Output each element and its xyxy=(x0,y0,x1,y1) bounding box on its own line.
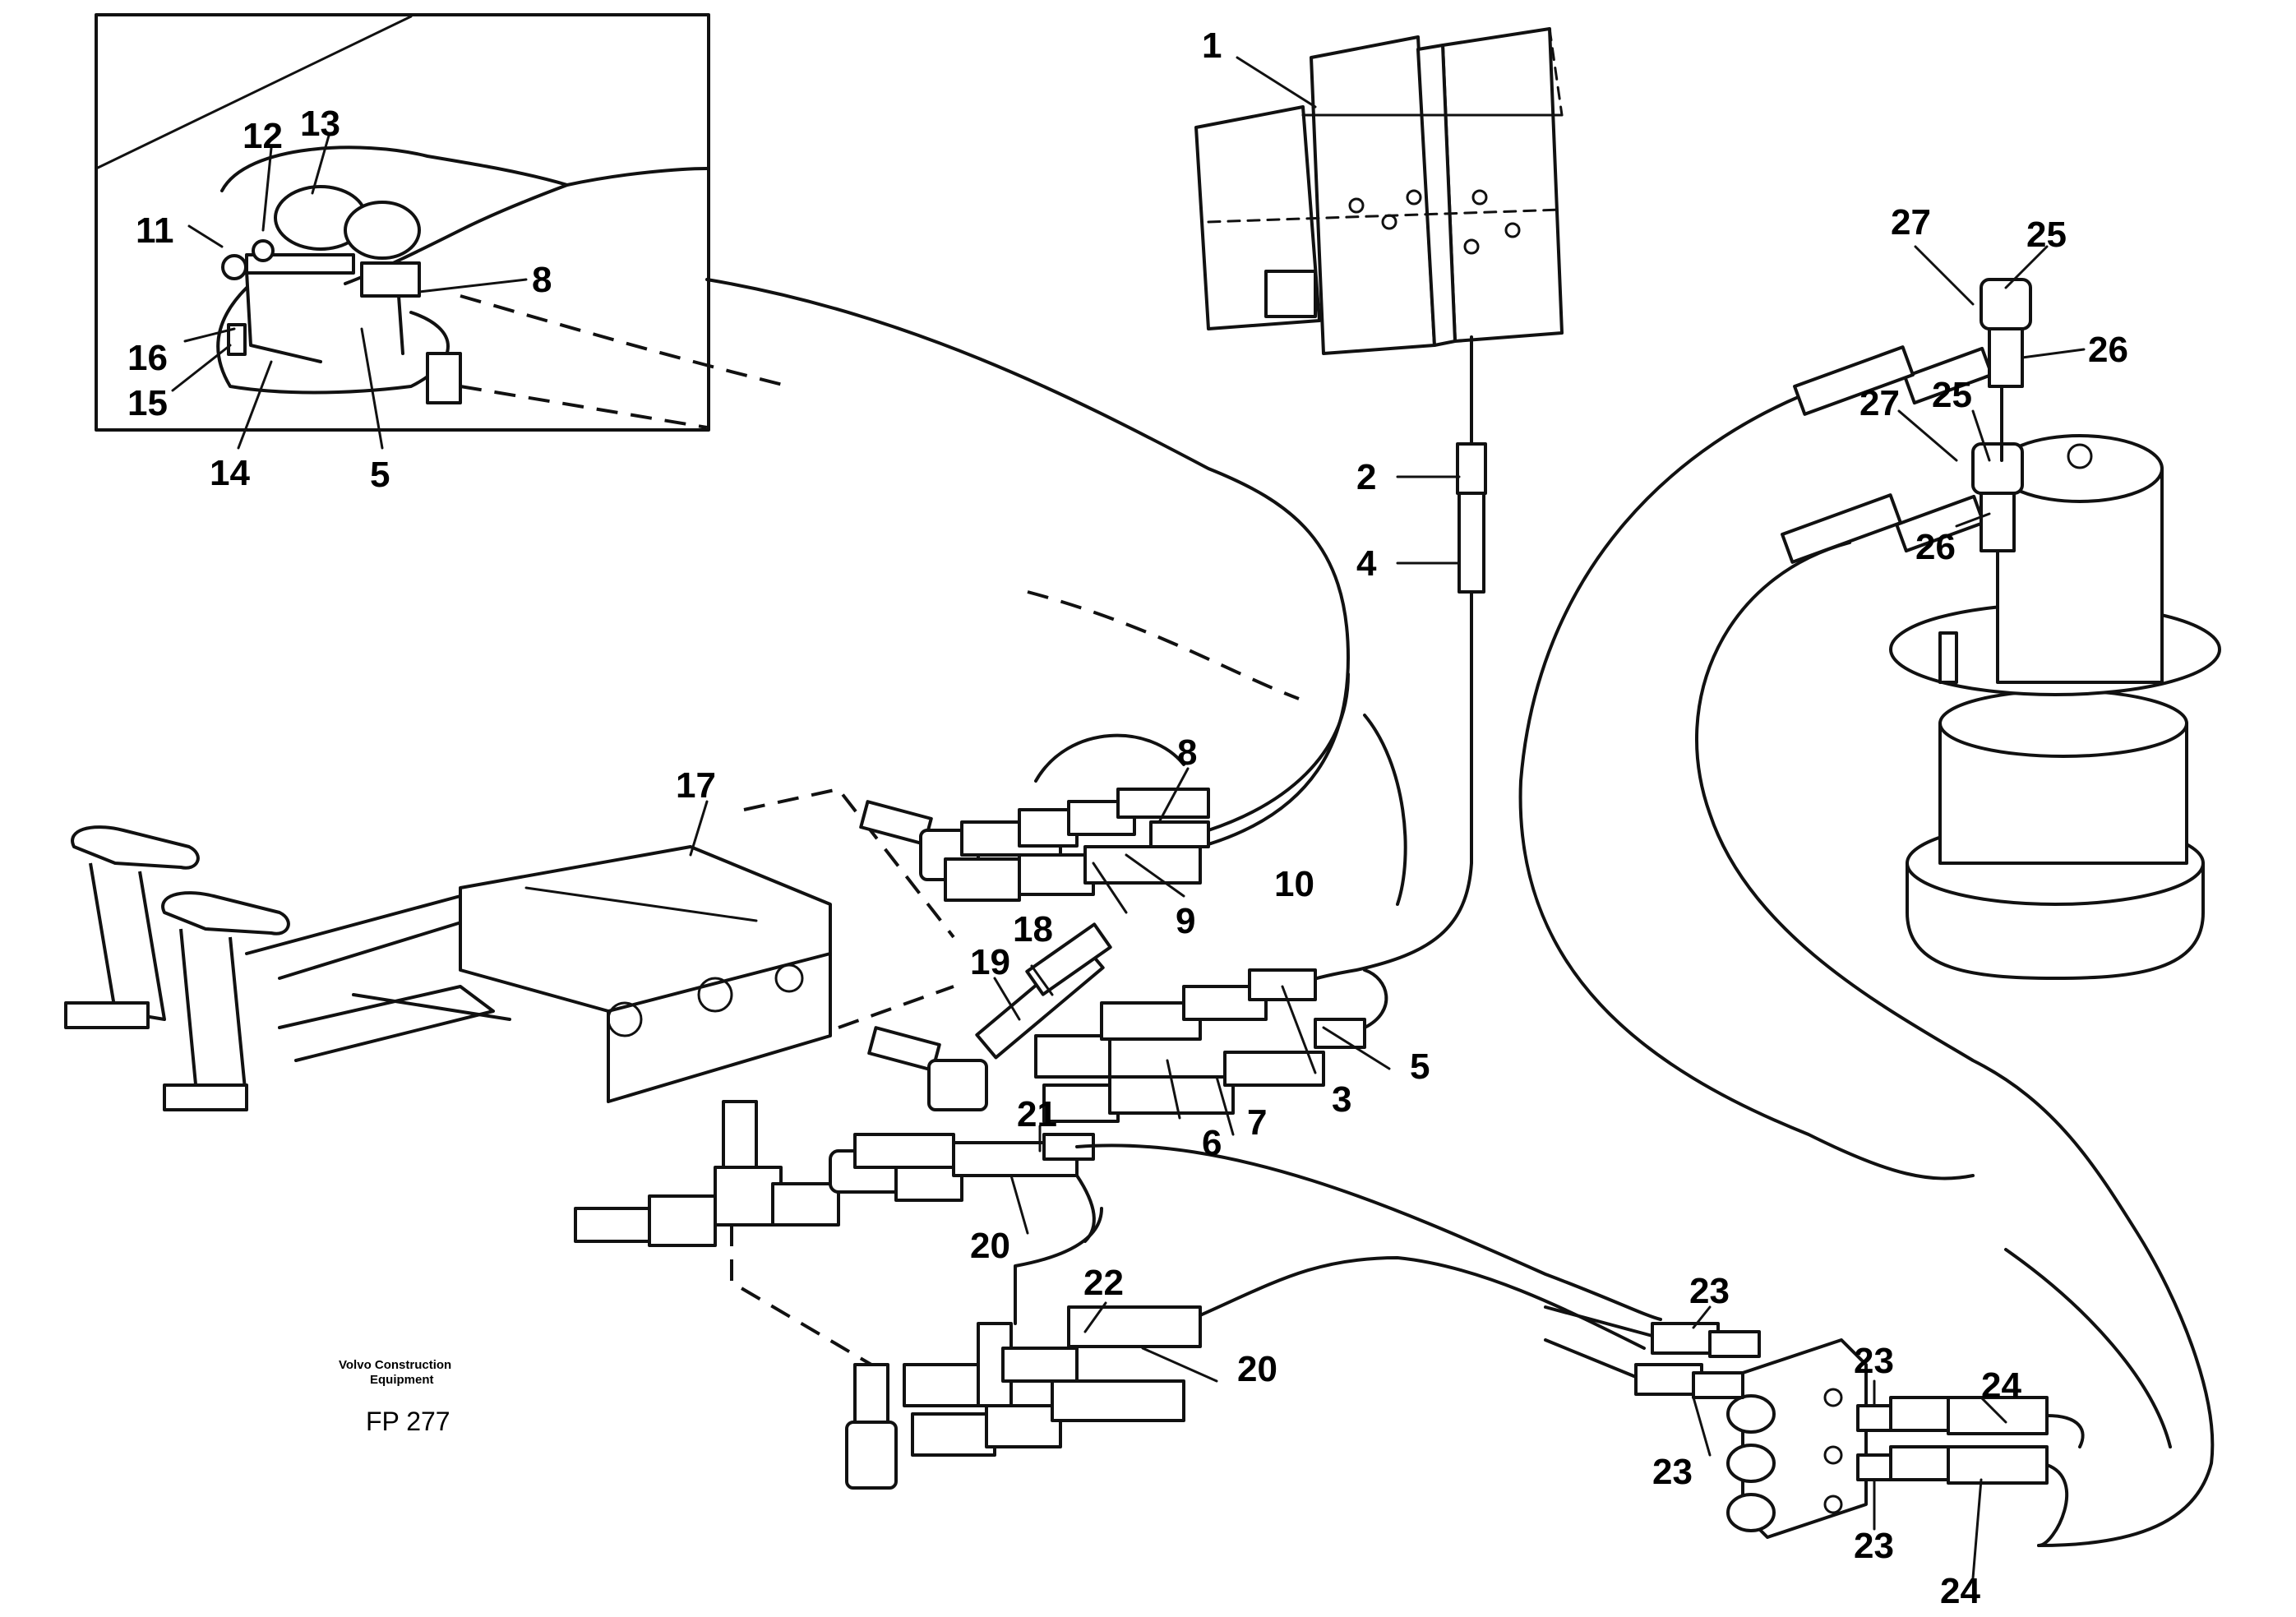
callout-9: 9 xyxy=(1176,901,1195,941)
callout-6: 6 xyxy=(1202,1123,1222,1163)
callout-4: 4 xyxy=(1356,543,1377,584)
swivel-fittings xyxy=(1781,278,2032,564)
callout-19: 19 xyxy=(970,942,1010,982)
branding: Volvo Construction Equipment FP 277 xyxy=(339,1358,451,1436)
hose-routes xyxy=(460,278,2215,1547)
callout-2: 2 xyxy=(1356,457,1376,497)
manifold-block xyxy=(1544,1305,2085,1547)
tee-fittings xyxy=(574,1100,1662,1366)
pedal-valve-assembly xyxy=(64,787,955,1111)
callout-23-d: 23 xyxy=(1854,1526,1894,1566)
callout-26-b: 26 xyxy=(1915,527,1956,567)
swivel-cylinder xyxy=(1889,434,2221,980)
callout-26-a: 26 xyxy=(2088,330,2128,370)
callout-24-a: 24 xyxy=(1981,1365,2021,1406)
callout-8-inset: 8 xyxy=(532,260,552,300)
callout-3: 3 xyxy=(1332,1079,1351,1120)
brand-line-1: Volvo Construction xyxy=(339,1358,451,1372)
callout-27-b: 27 xyxy=(1859,383,1900,423)
callout-20-b: 20 xyxy=(1237,1349,1277,1389)
callout-10: 10 xyxy=(1274,864,1314,904)
figure-code: FP 277 xyxy=(366,1407,450,1436)
callout-7: 7 xyxy=(1247,1102,1267,1143)
callout-25-a: 25 xyxy=(2026,215,2067,255)
callout-23-c: 23 xyxy=(1854,1341,1894,1381)
callout-12: 12 xyxy=(243,116,283,156)
inset-detail xyxy=(95,13,710,432)
callout-27-a: 27 xyxy=(1891,202,1931,243)
callout-5: 5 xyxy=(1410,1046,1430,1087)
callout-21: 21 xyxy=(1017,1094,1057,1134)
callout-25-b: 25 xyxy=(1932,375,1972,415)
callout-17: 17 xyxy=(676,765,716,806)
lower-hose-fittings xyxy=(867,922,1388,1123)
bottom-fittings xyxy=(845,1207,1646,1490)
callout-18: 18 xyxy=(1013,909,1053,949)
callout-8: 8 xyxy=(1177,732,1197,773)
valve-block xyxy=(1194,27,1564,984)
brand-line-2: Equipment xyxy=(370,1373,434,1387)
callout-22: 22 xyxy=(1083,1263,1124,1303)
leader-lines xyxy=(171,56,2086,1580)
upper-hose-fittings xyxy=(859,672,1350,902)
callout-16: 16 xyxy=(127,338,168,378)
callout-24-b: 24 xyxy=(1940,1571,1980,1611)
callout-23-a: 23 xyxy=(1689,1271,1730,1311)
callout-20: 20 xyxy=(970,1226,1010,1266)
callout-5-inset: 5 xyxy=(370,455,390,495)
callout-15: 15 xyxy=(127,383,168,423)
callout-11: 11 xyxy=(136,210,174,251)
callout-1: 1 xyxy=(1202,25,1222,66)
callout-14: 14 xyxy=(210,453,250,493)
callout-13: 13 xyxy=(300,104,340,144)
callout-labels: 1 2 3 4 5 5 6 7 8 8 9 10 11 12 13 14 15 … xyxy=(127,25,2128,1611)
callout-23-b: 23 xyxy=(1652,1452,1693,1492)
